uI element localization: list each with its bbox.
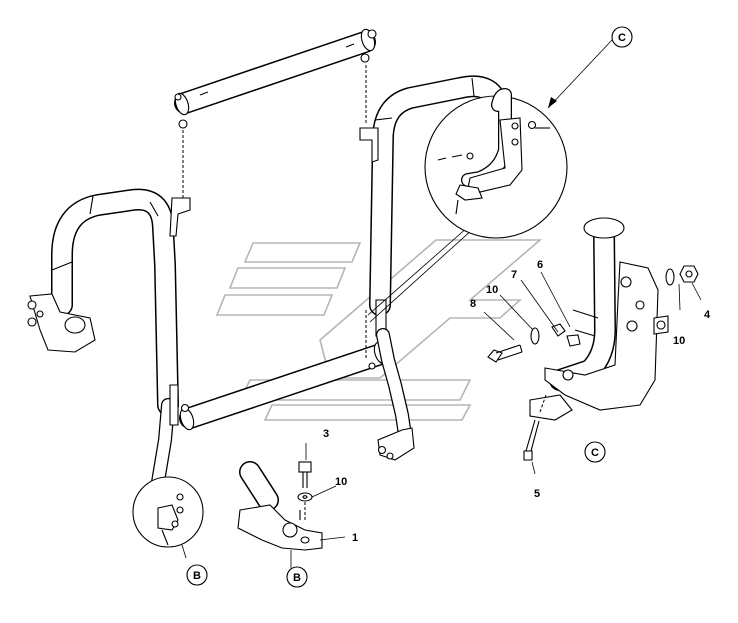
callout-8: 8 <box>470 298 476 310</box>
callout-10-c-mid: 10 <box>486 284 498 296</box>
callout-10-b: 10 <box>335 476 347 488</box>
exploded-foot-b <box>237 461 323 551</box>
callout-7: 7 <box>511 269 517 281</box>
svg-text:B: B <box>193 570 201 582</box>
upper-crossbar <box>174 28 377 129</box>
callout-5: 5 <box>534 488 540 500</box>
detail-marker-b-main: B <box>186 564 208 586</box>
left-rollbar-frame <box>27 188 191 532</box>
callout-leaders <box>181 39 702 572</box>
detail-marker-c-main: C <box>611 26 633 48</box>
detail-marker-c-detail: C <box>584 441 606 463</box>
callout-6: 6 <box>537 259 543 271</box>
callout-1: 1 <box>352 532 358 544</box>
svg-text:C: C <box>618 32 626 44</box>
svg-text:C: C <box>591 447 599 459</box>
detail-view-b <box>132 476 204 548</box>
exploded-mount-c <box>529 217 669 421</box>
svg-text:B: B <box>293 572 301 584</box>
detail-marker-b-detail: B <box>286 566 308 588</box>
callout-10-c-right: 10 <box>673 335 685 347</box>
callout-3: 3 <box>323 428 329 440</box>
hardware-c <box>487 265 699 461</box>
callout-4: 4 <box>704 309 711 321</box>
lower-crossbar <box>179 341 389 431</box>
detail-view-c <box>424 88 568 239</box>
